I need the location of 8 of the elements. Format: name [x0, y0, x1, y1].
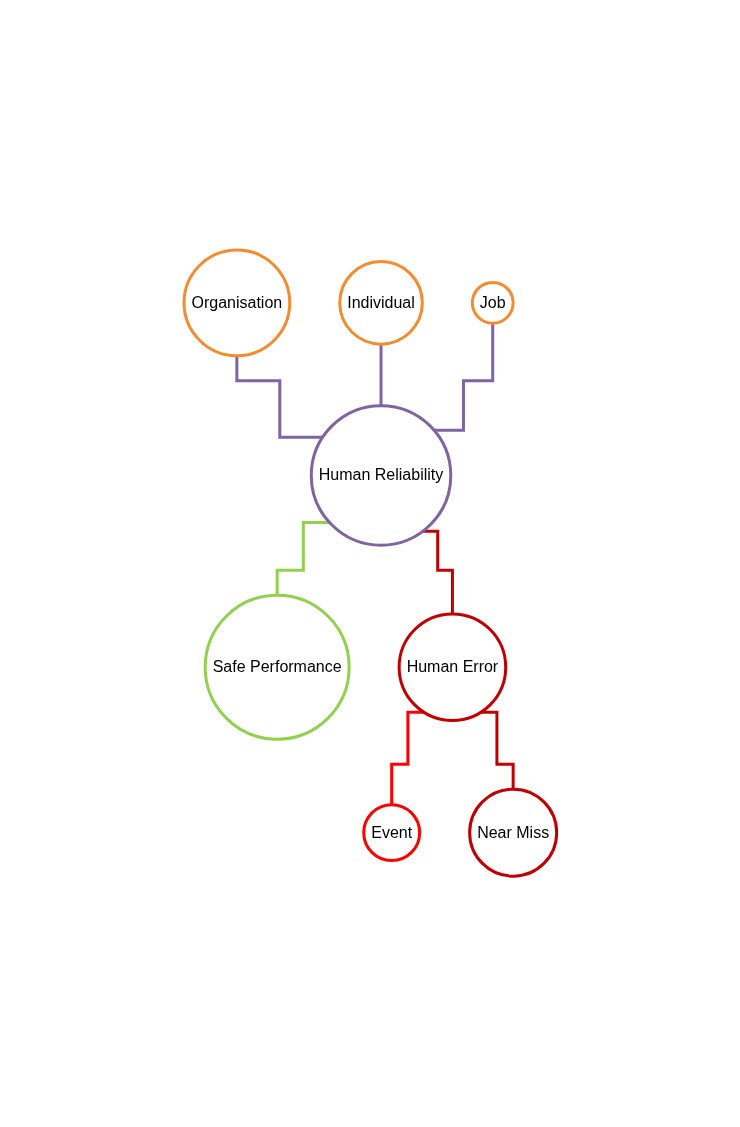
- node-circle: Event: [361, 803, 421, 863]
- node-circle: Safe Performance: [203, 594, 351, 742]
- node-circle: Human Reliability: [309, 404, 452, 548]
- node-circle: Near Miss: [467, 788, 558, 879]
- node-circle: Human Error: [397, 612, 507, 723]
- node-circle: Organisation: [182, 248, 291, 358]
- node-circle: Job: [470, 281, 515, 326]
- node-circle: Individual: [337, 260, 424, 347]
